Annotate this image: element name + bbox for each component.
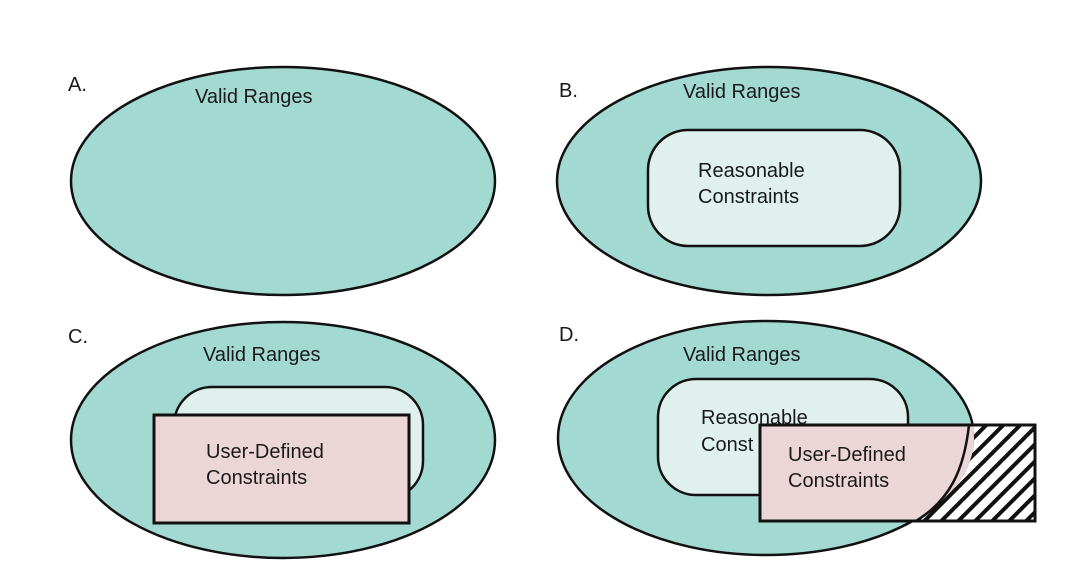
panel-d: D. Valid Ranges Reasonable Const User-De… [558,321,1035,555]
user-defined-label-line1: User-Defined [206,441,324,463]
panel-c-letter: C. [68,326,88,348]
panel-c: C. Valid Ranges User-Defined Constraints [68,322,495,558]
panel-a-letter: A. [68,74,87,96]
user-defined-label-line1: User-Defined [788,444,906,466]
user-defined-label-line2: Constraints [788,470,889,492]
panel-b: B. Valid Ranges Reasonable Constraints [557,67,981,295]
reasonable-label-line2: Const [701,434,754,456]
panel-a: A. Valid Ranges [68,67,495,295]
valid-ranges-label: Valid Ranges [195,86,312,108]
panel-d-letter: D. [559,324,579,346]
user-defined-label-line2: Constraints [206,467,307,489]
valid-ranges-label: Valid Ranges [203,344,320,366]
reasonable-label-line1: Reasonable [698,160,805,182]
reasonable-label-line2: Constraints [698,186,799,208]
valid-ranges-label: Valid Ranges [683,344,800,366]
valid-ranges-label: Valid Ranges [683,81,800,103]
panel-b-letter: B. [559,80,578,102]
